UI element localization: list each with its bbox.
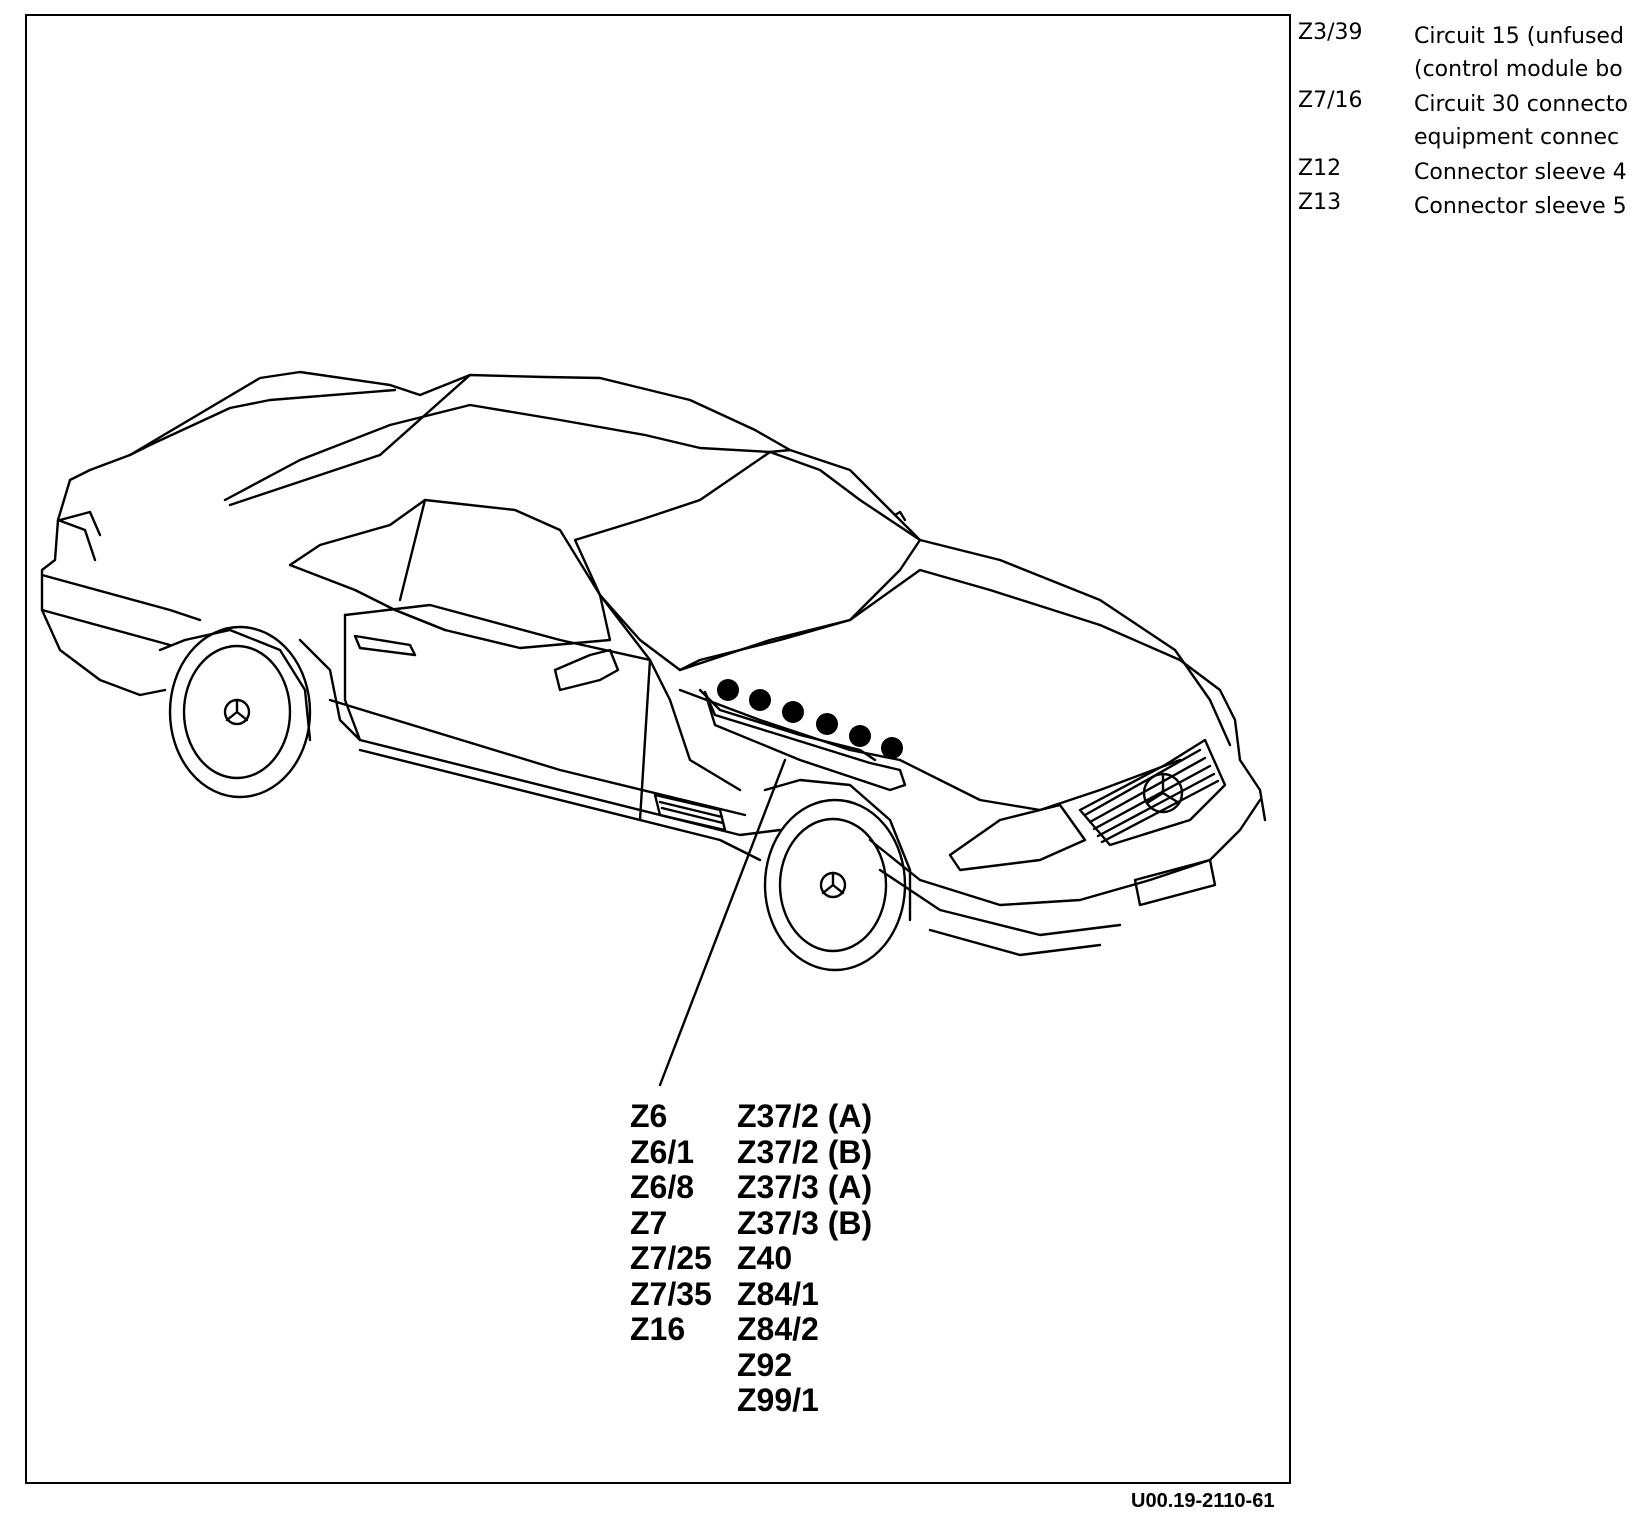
connector-dots	[717, 679, 903, 759]
legend-desc: Circuit 30 connecto	[1414, 92, 1628, 117]
leader-line	[658, 758, 787, 1087]
connector-label: Z37/3 (B)	[737, 1204, 873, 1241]
connector-label: Z7/35	[630, 1275, 712, 1312]
front-wheel	[763, 778, 912, 972]
legend-desc: Circuit 15 (unfused	[1414, 24, 1624, 49]
connector-labels-left: Z6 Z6/1 Z6/8 Z7 Z7/25 Z7/35 Z16	[630, 1098, 712, 1348]
grille	[1078, 738, 1227, 847]
connector-label: Z37/2 (B)	[737, 1133, 873, 1170]
connector-label: Z6/1	[630, 1133, 695, 1170]
connector-label: Z6	[630, 1098, 668, 1134]
soft-top	[88, 370, 792, 507]
side-windows	[288, 498, 612, 650]
legend-code: Z7/16	[1298, 88, 1363, 113]
figure-code: U00.19-2110-61	[1131, 1490, 1275, 1512]
side-mirror	[553, 648, 620, 692]
connector-label: Z7	[630, 1204, 668, 1241]
license-plate	[1133, 858, 1217, 907]
connector-label: Z84/2	[737, 1311, 819, 1347]
diagram-frame	[25, 14, 1291, 1484]
legend-code: Z3/39	[1298, 20, 1363, 45]
connector-label: Z37/3 (A)	[737, 1169, 873, 1205]
windshield	[573, 448, 922, 672]
antenna	[888, 508, 907, 522]
connector-label: Z7/25	[630, 1240, 712, 1276]
legend: Z3/39 Circuit 15 (unfused (control modul…	[1298, 20, 1648, 240]
legend-desc: equipment connec	[1414, 125, 1620, 150]
legend-code: Z13	[1298, 190, 1342, 215]
grille-star-lines	[1145, 772, 1181, 805]
legend-code: Z12	[1298, 156, 1342, 181]
legend-desc: Connector sleeve 5	[1414, 194, 1627, 219]
connector-label: Z99/1	[737, 1382, 819, 1418]
connector-label: Z40	[737, 1240, 793, 1276]
legend-desc: (control module bo	[1414, 57, 1623, 82]
connector-label: Z6/8	[630, 1169, 695, 1205]
rear-wheel	[158, 625, 312, 799]
connector-label: Z16	[630, 1311, 686, 1347]
legend-desc: Connector sleeve 4	[1414, 160, 1627, 185]
headlight	[948, 803, 1087, 872]
side-vent	[653, 793, 727, 832]
connector-label: Z84/1	[737, 1275, 819, 1312]
connector-panel	[703, 690, 907, 792]
connector-label: Z37/2 (A)	[737, 1098, 873, 1134]
connector-label: Z92	[737, 1346, 793, 1383]
door-handle	[353, 634, 417, 657]
connector-labels-right: Z37/2 (A) Z37/2 (B) Z37/3 (A) Z37/3 (B) …	[737, 1098, 873, 1419]
